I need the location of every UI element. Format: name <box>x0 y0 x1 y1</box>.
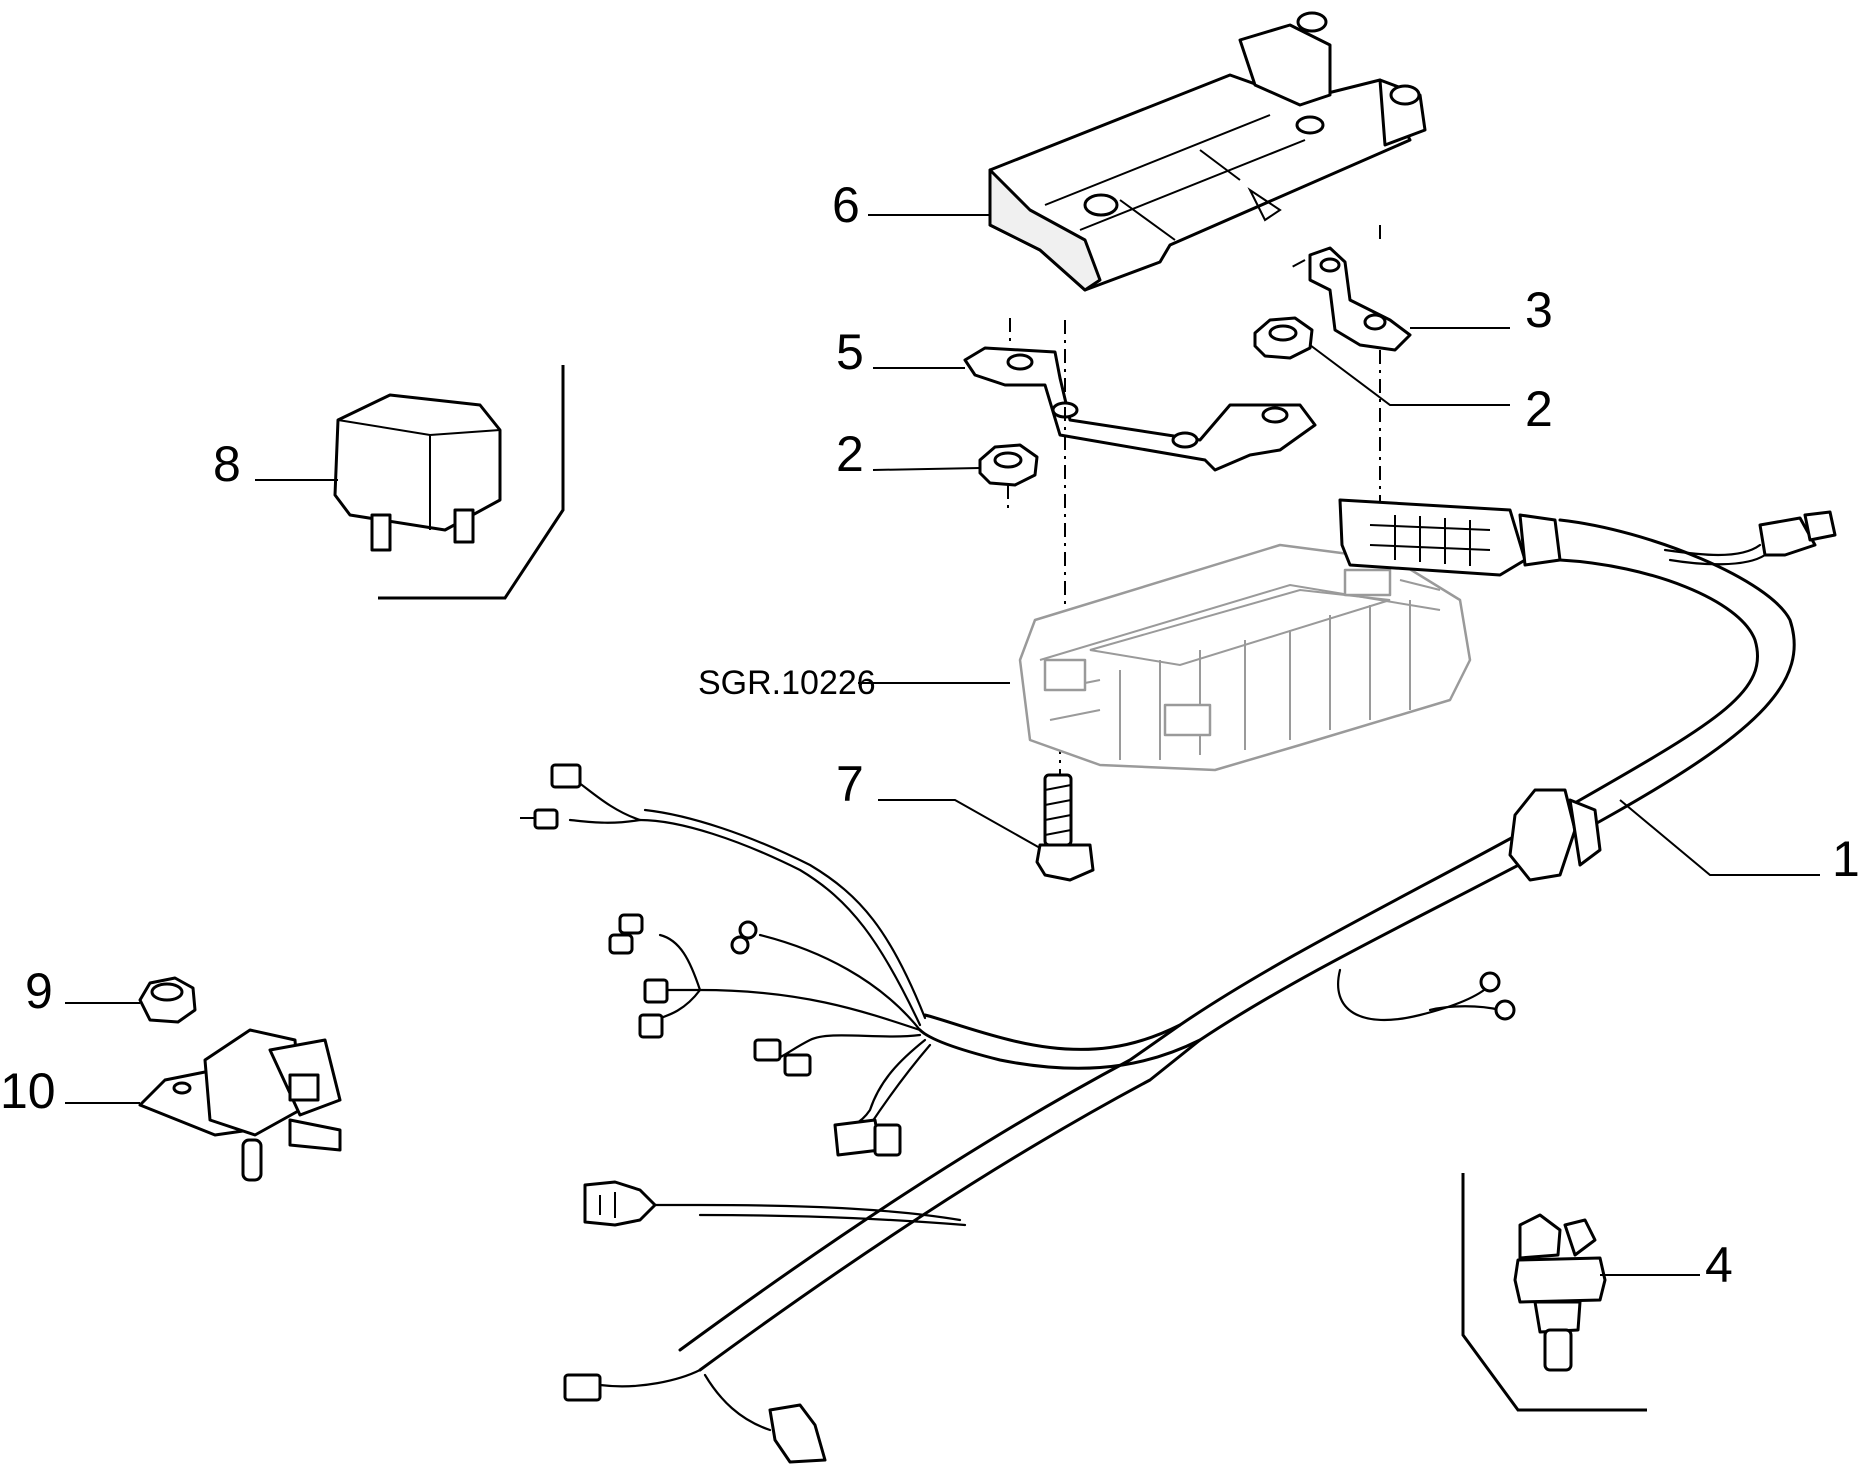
part-4-sensor <box>1461 1173 1647 1412</box>
callout-3: 3 <box>1525 282 1553 338</box>
callout-6: 6 <box>832 177 860 233</box>
callout-10: 10 <box>0 1063 56 1119</box>
part-2-nut-lower <box>978 443 1039 487</box>
callout-9: 9 <box>25 963 53 1019</box>
callout-2-upper: 2 <box>1525 381 1553 437</box>
callout-7: 7 <box>836 756 864 812</box>
relay-bracket-line <box>378 365 565 600</box>
callout-8: 8 <box>213 436 241 492</box>
callout-2-lower: 2 <box>836 426 864 482</box>
part-3-bracket <box>1289 246 1412 352</box>
callout-5: 5 <box>836 324 864 380</box>
part-8-relay <box>333 393 502 552</box>
part-7-bolt <box>1035 773 1095 882</box>
part-2-nut-upper <box>1253 316 1314 360</box>
ecu-control-unit <box>1018 543 1472 772</box>
part-6-mounting-tray <box>988 11 1427 292</box>
ecu-reference-label: SGR.10226 <box>698 664 876 702</box>
leader-lines <box>65 214 1820 1276</box>
callout-labels: 6 3 5 2 2 8 SGR.10226 7 1 9 10 4 <box>0 177 1858 1293</box>
callout-1: 1 <box>1832 831 1858 887</box>
part-1-wiring-harness <box>520 498 1837 1464</box>
part-10-solenoid-valve <box>138 1028 342 1182</box>
callout-4: 4 <box>1705 1237 1733 1293</box>
part-9-nut <box>138 976 197 1024</box>
